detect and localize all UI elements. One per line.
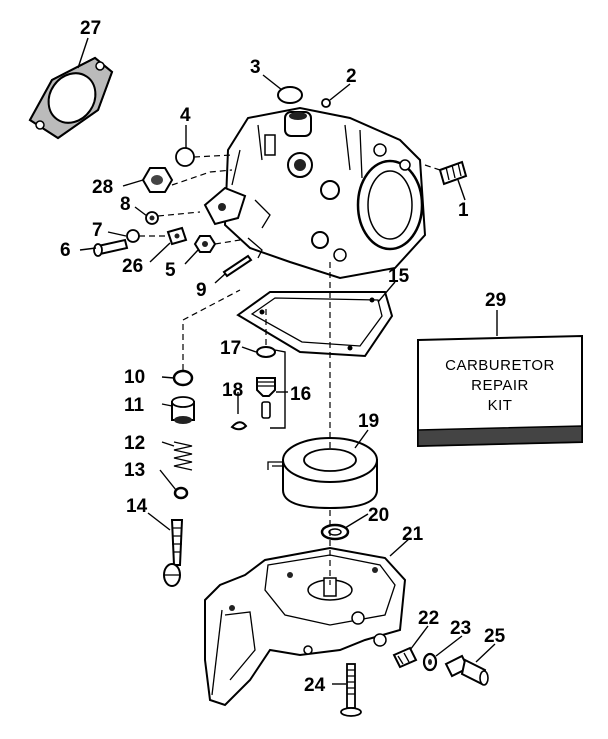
callout-29: 29 <box>485 290 506 311</box>
part-7-washer <box>126 229 140 243</box>
callout-17: 17 <box>220 338 241 359</box>
part-13-washer <box>173 486 189 500</box>
part-16-needle-seat <box>230 346 276 431</box>
part-10-oring <box>172 369 194 387</box>
callout-25: 25 <box>484 626 506 647</box>
part-19-float <box>267 437 378 510</box>
callout-14: 14 <box>126 496 148 517</box>
callout-2: 2 <box>346 66 357 87</box>
part-28-nut <box>141 167 174 193</box>
callout-27: 27 <box>80 18 101 39</box>
kit-line-2: REPAIR <box>471 377 529 394</box>
callout-5: 5 <box>165 260 176 281</box>
callout-8: 8 <box>120 194 131 215</box>
part-11-fitting <box>171 396 195 424</box>
callout-28: 28 <box>92 177 113 198</box>
part-6-screw <box>93 238 129 257</box>
callout-9: 9 <box>196 280 207 301</box>
part-3-plug <box>277 86 303 104</box>
callout-6: 6 <box>60 240 71 261</box>
part-15-bowl-gasket <box>236 291 394 358</box>
carburetor-body <box>203 106 427 280</box>
callout-19: 19 <box>358 411 379 432</box>
callout-16: 16 <box>290 384 311 405</box>
part-8-small-nut <box>145 211 159 225</box>
callout-numbers: 27 3 2 4 28 8 7 6 26 5 9 1 15 29 17 10 1… <box>60 18 506 696</box>
callout-4: 4 <box>180 105 191 126</box>
part-22-jet <box>392 646 418 669</box>
callout-22: 22 <box>418 608 439 629</box>
callout-24: 24 <box>304 675 326 696</box>
callout-7: 7 <box>92 220 103 241</box>
part-25-drain-fitting <box>444 654 489 686</box>
part-21-float-bowl <box>204 546 407 707</box>
leader-lines <box>77 37 498 685</box>
part-27-flange-gasket <box>28 56 114 140</box>
callout-18: 18 <box>222 380 243 401</box>
part-23-washer <box>422 652 438 672</box>
part-24-screw <box>340 663 362 717</box>
part-26-fitting <box>166 226 188 246</box>
kit-line-1: CARBURETOR <box>445 357 555 374</box>
callout-21: 21 <box>402 524 424 545</box>
assembly-dashed-lines <box>139 154 441 585</box>
callout-12: 12 <box>124 433 145 454</box>
callout-10: 10 <box>124 367 145 388</box>
part-5-nut <box>193 235 217 253</box>
callout-26: 26 <box>122 256 143 277</box>
callout-15: 15 <box>388 266 410 287</box>
callout-11: 11 <box>124 395 145 416</box>
part-20-gasket <box>320 523 350 541</box>
callout-1: 1 <box>458 200 469 221</box>
callout-13: 13 <box>124 460 145 481</box>
part-14-mixture-needle <box>163 519 184 587</box>
part-29-repair-kit-box: CARBURETOR REPAIR KIT <box>417 334 583 448</box>
callout-20: 20 <box>368 505 389 526</box>
part-1-idle-screw <box>438 160 468 186</box>
callout-23: 23 <box>450 618 471 639</box>
part-4-ball <box>175 147 195 167</box>
part-2-small-plug <box>321 98 331 108</box>
part-12-spring <box>173 441 193 471</box>
part-9-pin <box>222 254 253 278</box>
kit-line-3: KIT <box>488 397 513 414</box>
callout-3: 3 <box>250 57 261 78</box>
